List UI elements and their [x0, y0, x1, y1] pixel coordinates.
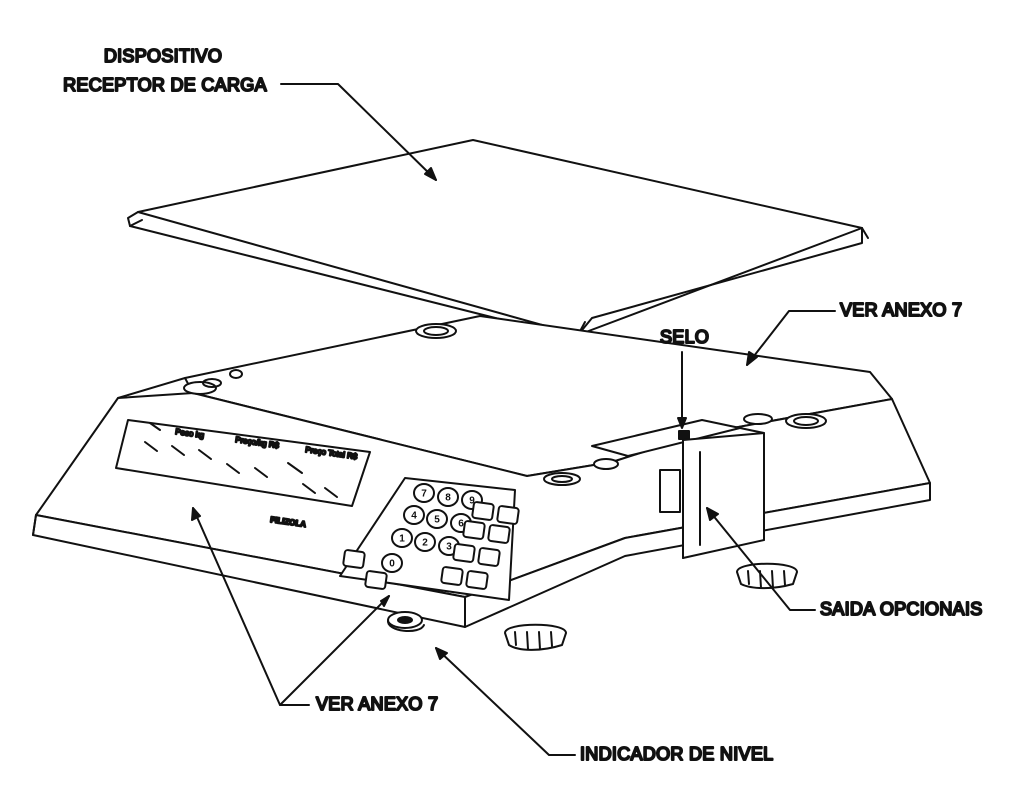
keypad-digit-0-label: 0	[389, 559, 395, 570]
keypad-digit-5-label: 5	[434, 515, 440, 526]
platter-supports	[183, 323, 827, 486]
load-receptor-label-line2: RECEPTOR DE CARGA	[63, 75, 267, 95]
see-annex-bottom-label: VER ANEXO 7	[316, 694, 438, 714]
keypad-digit-8-key	[437, 487, 459, 507]
callout-seal: SELO	[659, 326, 710, 429]
keypad-digit-9-label: 9	[469, 496, 475, 507]
level-indicator-bubble	[387, 611, 425, 632]
keypad-function-key	[487, 524, 511, 544]
seal	[678, 430, 690, 440]
keypad-function-key	[496, 505, 520, 525]
keypad-function-key	[471, 501, 495, 521]
callout-see-annex-top: VER ANEXO 7	[746, 299, 963, 366]
level-indicator-label: INDICADOR DE NIVEL	[580, 744, 773, 764]
optional-outputs-label: SAIDA OPCIONAIS	[820, 599, 983, 619]
keypad-digit-2-key	[414, 532, 436, 552]
keypad: 7 8 9 4 5 6 1 2 3 0	[339, 477, 520, 601]
keypad-digit-1-label: 1	[399, 534, 405, 545]
keypad-digit-7-label: 7	[421, 489, 427, 500]
keypad-function-key	[462, 520, 486, 540]
load-receptor-platter	[127, 139, 869, 336]
keypad-function-key	[477, 547, 501, 567]
callout-see-annex-bottom: VER ANEXO 7	[191, 507, 439, 715]
keypad-digit-1-key	[391, 528, 413, 548]
keypad-digit-5-key	[426, 509, 448, 529]
keypad-function-key	[440, 566, 464, 586]
callout-load-receptor: DISPOSITIVO RECEPTOR DE CARGA	[62, 45, 437, 181]
keypad-digit-3-label: 3	[446, 542, 452, 553]
seal-label: SELO	[660, 327, 709, 347]
keypad-digit-6-label: 6	[458, 519, 464, 530]
keypad-digit-4-key	[403, 505, 425, 525]
keypad-digit-4-label: 4	[411, 511, 417, 522]
leveling-foot-front	[504, 623, 567, 651]
keypad-digit-8-label: 8	[445, 493, 451, 504]
keypad-function-key	[452, 543, 476, 563]
leveling-foot-right	[736, 562, 798, 590]
display-panel: Peso kg Preço/kg R$ Preço Total R$ FILIZ…	[115, 419, 371, 530]
callout-optional-outputs: SAIDA OPCIONAIS	[706, 507, 983, 620]
keypad-function-key	[342, 549, 366, 569]
callout-level-indicator: INDICADOR DE NIVEL	[435, 647, 774, 765]
see-annex-top-label: VER ANEXO 7	[840, 300, 962, 320]
keypad-digit-2-label: 2	[422, 538, 428, 549]
keypad-digit-0-key	[381, 553, 403, 573]
keypad-function-key	[364, 570, 388, 590]
keypad-digit-7-key	[413, 483, 435, 503]
keypad-function-key	[465, 570, 489, 590]
load-receptor-label-line1: DISPOSITIVO	[104, 46, 222, 66]
optional-output-recess	[659, 427, 765, 559]
